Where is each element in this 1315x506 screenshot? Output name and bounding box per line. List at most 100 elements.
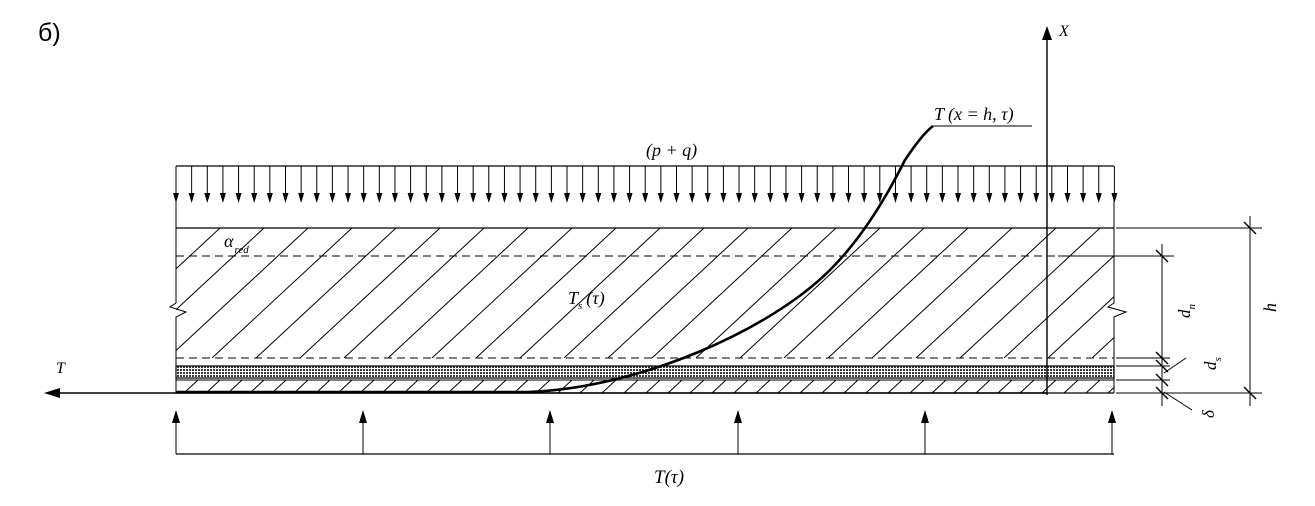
load-arrow xyxy=(376,166,383,203)
dim-tick-380 xyxy=(1155,373,1169,387)
x-axis-arrowhead xyxy=(1042,26,1052,40)
load-arrow xyxy=(298,166,305,203)
load-arrow xyxy=(1111,166,1118,203)
load-arrow xyxy=(626,166,633,203)
load-arrow xyxy=(1033,166,1040,203)
left-break-line xyxy=(168,228,188,393)
dim-h-label: h xyxy=(1260,303,1280,312)
cover-hatch-line xyxy=(557,380,573,393)
hatch-line xyxy=(211,228,353,358)
load-arrow xyxy=(876,166,883,203)
load-arrow xyxy=(266,166,273,203)
right-break-line xyxy=(1106,228,1128,393)
load-arrow xyxy=(1001,166,1008,203)
cover-hatch-line xyxy=(1041,380,1057,393)
cover-hatch-line xyxy=(931,380,947,393)
cover-hatch-line xyxy=(975,380,991,393)
load-arrow xyxy=(767,166,774,203)
cover-hatch-line xyxy=(909,380,925,393)
load-arrow xyxy=(704,166,711,203)
load-arrow xyxy=(173,166,179,203)
delta-leader xyxy=(1163,391,1193,411)
cover-hatch-line xyxy=(1019,380,1035,393)
cover-hatch-line xyxy=(777,380,793,393)
load-arrow xyxy=(970,166,977,203)
temperature-profile-curve xyxy=(176,124,934,394)
load-arrow xyxy=(564,166,570,203)
hatch-line xyxy=(387,228,529,358)
hatch-line xyxy=(959,228,1101,358)
hatch-line xyxy=(783,228,925,358)
hatch-line xyxy=(739,228,881,358)
hatch-line xyxy=(255,228,397,358)
dim-h-tick-bottom xyxy=(1243,386,1257,400)
hatch-line xyxy=(1047,296,1114,358)
hatch-line xyxy=(915,228,1057,358)
cover-hatch-line xyxy=(997,380,1013,393)
load-label: (p + q) xyxy=(646,140,697,161)
load-arrow xyxy=(579,166,586,203)
hatch-line xyxy=(431,228,573,358)
hatch-line xyxy=(519,228,661,358)
load-arrow xyxy=(329,166,336,203)
load-arrow xyxy=(407,166,414,203)
hatch-line xyxy=(176,228,309,352)
load-arrow xyxy=(798,166,805,203)
load-arrow xyxy=(219,166,226,203)
load-arrow xyxy=(955,166,961,203)
cover-hatch-line xyxy=(843,380,859,393)
load-arrow xyxy=(642,166,649,203)
load-arrow xyxy=(751,166,758,203)
load-arrow xyxy=(923,166,930,203)
cover-hatch-line xyxy=(711,380,727,393)
fire-arrow xyxy=(734,410,742,454)
load-arrow xyxy=(673,166,680,203)
load-arrow xyxy=(360,166,367,203)
load-arrow xyxy=(391,166,398,203)
hatch-line xyxy=(871,228,1013,358)
cover-hatch-line xyxy=(176,380,177,381)
load-arrow xyxy=(313,166,320,203)
load-arrow xyxy=(204,166,211,203)
load-arrow xyxy=(986,166,993,203)
load-arrow xyxy=(845,166,852,203)
hatch-line xyxy=(176,228,177,229)
t-axis-label: T xyxy=(56,360,66,377)
load-arrow xyxy=(188,166,195,203)
load-arrow xyxy=(454,166,461,203)
load-arrow xyxy=(782,166,789,203)
cover-hatch-line xyxy=(953,380,969,393)
hatch-line xyxy=(343,228,485,358)
fire-exposure-arrows xyxy=(172,410,1116,454)
load-arrow xyxy=(814,166,821,203)
distributed-load-arrows xyxy=(173,166,1118,203)
load-arrow xyxy=(1095,166,1102,203)
cover-hatch-line xyxy=(667,380,683,393)
cover-hatch-line xyxy=(733,380,749,393)
hatch-line xyxy=(827,228,969,358)
dim-delta-label: δ xyxy=(1199,409,1218,418)
load-arrow xyxy=(438,166,445,203)
hatch-line xyxy=(475,228,617,358)
cover-hatch-line xyxy=(623,380,639,393)
load-arrow xyxy=(501,166,508,203)
load-arrow xyxy=(657,166,664,203)
hatch-line xyxy=(607,228,749,358)
dim-tick-366 xyxy=(1155,359,1169,373)
cover-hatch-line xyxy=(1063,380,1079,393)
load-arrow xyxy=(532,166,539,203)
fire-arrow xyxy=(546,410,554,454)
load-arrow xyxy=(470,166,477,203)
cover-hatch-line xyxy=(755,380,771,393)
load-arrow xyxy=(939,166,946,203)
cover-hatch-line xyxy=(1085,380,1101,393)
cover-hatch-line xyxy=(601,380,617,393)
hatch-line xyxy=(299,228,441,358)
load-arrow xyxy=(595,166,602,203)
hatch-line xyxy=(563,228,705,358)
load-arrow xyxy=(345,166,352,203)
fire-arrow xyxy=(921,410,929,454)
slab-temperature-label: Ts(τ) xyxy=(568,288,605,312)
load-arrow xyxy=(1048,166,1055,203)
hatch-line xyxy=(695,228,837,358)
